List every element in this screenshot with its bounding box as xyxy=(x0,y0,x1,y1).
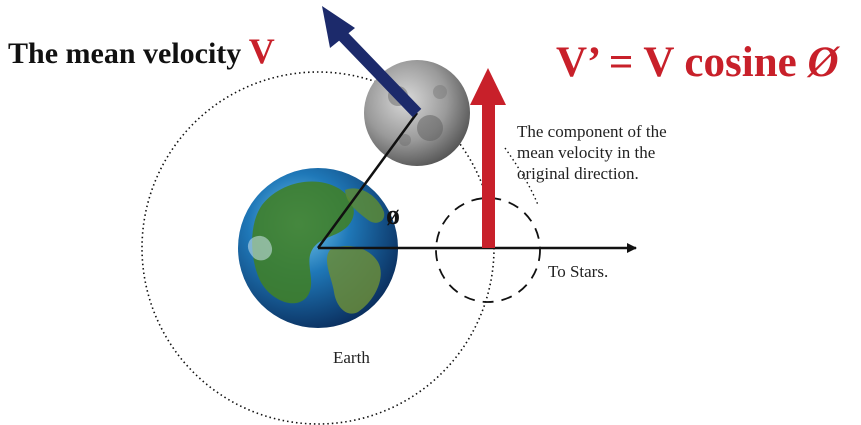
mean-velocity-text: The mean velocity xyxy=(8,37,242,70)
annotation-line: The component of the xyxy=(517,122,667,141)
mean-velocity-title: The mean velocity V xyxy=(8,30,275,72)
earth-label: Earth xyxy=(333,348,370,367)
formula-expression: V’ = V cosine xyxy=(556,39,797,86)
annotation-line: mean velocity in the xyxy=(517,143,656,162)
to-stars-label: To Stars. xyxy=(548,262,609,281)
velocity-symbol: V xyxy=(248,31,275,71)
cosine-formula: V’ = V cosine Ø xyxy=(556,38,839,87)
earth-moon-radius-line xyxy=(316,112,419,249)
formula-angle-symbol: Ø xyxy=(807,39,839,86)
annotation-line: original direction. xyxy=(517,164,639,183)
angle-label: ø xyxy=(386,200,400,231)
component-velocity-arrow xyxy=(470,68,506,248)
component-annotation: The component of the mean velocity in th… xyxy=(517,121,747,184)
mean-velocity-arrow xyxy=(322,6,422,118)
displaced-position-circle xyxy=(435,197,541,303)
